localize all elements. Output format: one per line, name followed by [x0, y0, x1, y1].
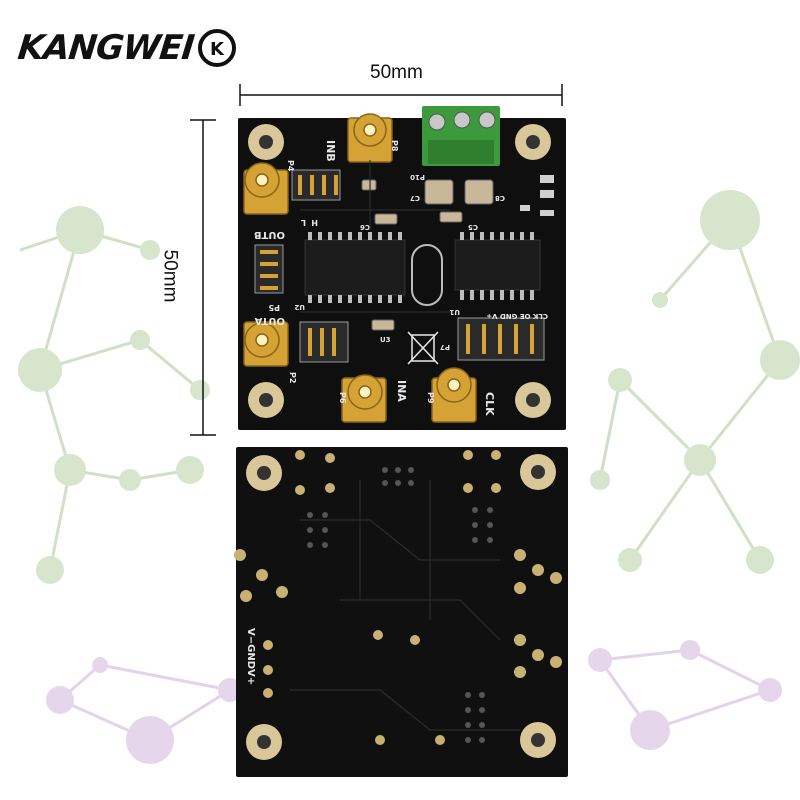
svg-text:P4: P4	[286, 160, 295, 172]
svg-text:P2: P2	[288, 372, 297, 383]
svg-text:OUTB: OUTB	[254, 229, 285, 240]
svg-text:OUTA: OUTA	[254, 315, 285, 326]
svg-text:H: H	[311, 218, 318, 227]
svg-text:CLK: CLK	[483, 392, 496, 416]
mounting-hole-icon	[248, 124, 551, 418]
capacitor-icon	[361, 179, 494, 331]
svg-text:P8: P8	[390, 140, 399, 152]
svg-text:P5: P5	[268, 303, 280, 312]
weee-bin-icon	[407, 331, 439, 365]
svg-text:P9: P9	[426, 392, 435, 404]
svg-text:L: L	[301, 218, 306, 227]
svg-text:INB: INB	[324, 140, 337, 162]
solder-pad-icon	[234, 450, 562, 745]
svg-text:K: K	[210, 39, 225, 60]
power-pin-label: V−GNDV+	[245, 628, 256, 685]
svg-text:P7: P7	[440, 343, 450, 351]
svg-text:C8: C8	[495, 194, 505, 202]
svg-text:CLK OE GND V+: CLK OE GND V+	[486, 312, 548, 320]
svg-text:P6: P6	[338, 392, 347, 404]
svg-text:P10: P10	[410, 173, 425, 181]
sma-connector-icon	[243, 113, 477, 423]
mounting-hole-icon	[246, 454, 556, 760]
svg-text:C7: C7	[410, 194, 420, 202]
width-dimension-label: 50mm	[370, 62, 423, 83]
brand-badge-icon: K	[198, 29, 237, 67]
svg-text:INA: INA	[395, 380, 408, 402]
brand-logo: KANGWEI K	[16, 26, 237, 70]
svg-text:C6: C6	[360, 223, 370, 231]
svg-text:U3: U3	[380, 336, 391, 344]
svg-text:U2: U2	[294, 303, 305, 311]
svg-text:C5: C5	[468, 223, 478, 231]
svg-text:U1: U1	[449, 308, 460, 316]
screw-terminal-icon	[422, 106, 500, 166]
ic-chip-icon	[304, 232, 541, 306]
